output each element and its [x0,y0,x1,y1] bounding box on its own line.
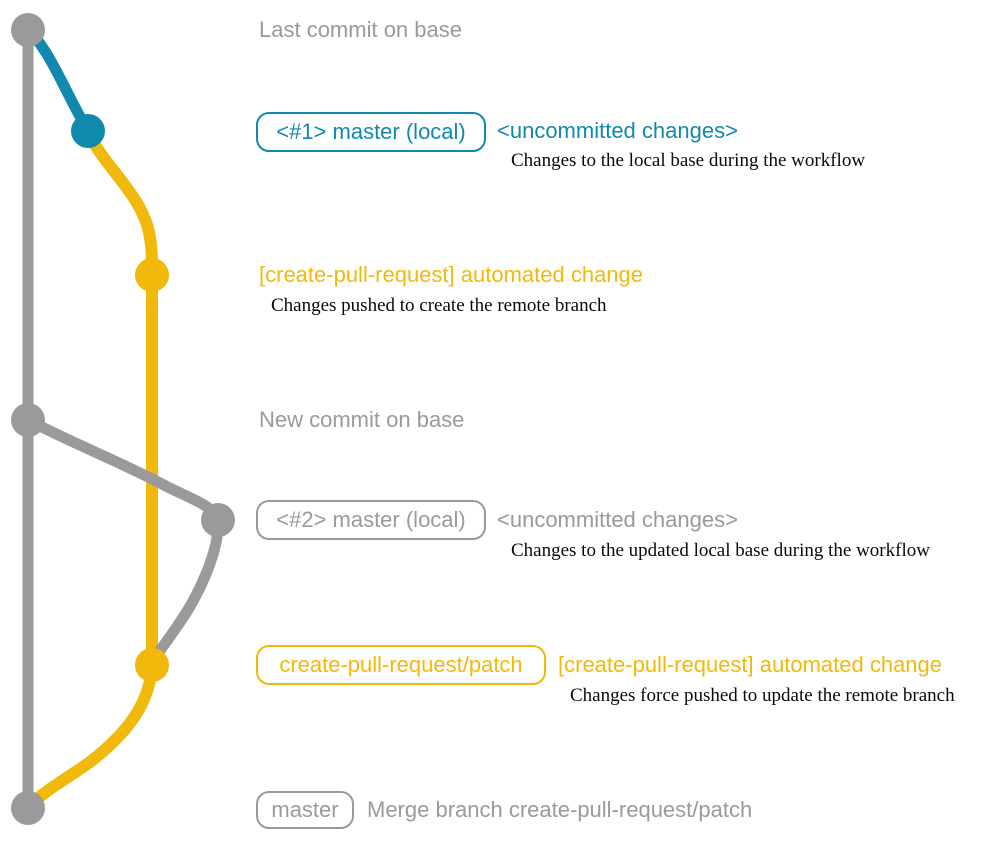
new-commit-on-base-label: New commit on base [259,407,465,432]
local-branch-curve [22,24,94,137]
automated-change-label-1: [create-pull-request] automated change [259,262,644,287]
description-updated-local-base-changes: Changes to the updated local base during… [511,540,930,561]
create-pull-request-branch-line [82,125,158,671]
commit-node-automated-1 [135,258,169,292]
commit-graph [11,13,235,825]
last-commit-on-base-label: Last commit on base [259,17,462,42]
description-local-base-changes: Changes to the local base during the wor… [511,150,866,171]
branch-badge-master: master [256,791,354,829]
branch-badge-master-local-2: <#2> master (local) [256,500,486,540]
commit-node-new-base [11,403,45,437]
uncommitted-changes-label-1: <uncommitted changes> [497,118,738,143]
commit-node-merge [11,791,45,825]
merge-branch-curve [24,659,158,812]
automated-change-label-2: [create-pull-request] automated change [558,652,943,677]
commit-node-uncommitted-2 [201,503,235,537]
local-rebase-branch-out-curve [22,414,224,526]
branch-badge-create-pull-request-patch: create-pull-request/patch [256,645,546,685]
branch-badge-master-local-1: <#1> master (local) [256,112,486,152]
commit-node-uncommitted-1 [71,114,105,148]
merge-branch-label: Merge branch create-pull-request/patch [367,797,753,822]
commit-node-automated-2 [135,648,169,682]
uncommitted-changes-label-2: <uncommitted changes> [497,507,738,532]
commit-node-last-base [11,13,45,47]
description-force-push-update-branch: Changes force pushed to update the remot… [570,685,955,706]
description-push-create-branch: Changes pushed to create the remote bran… [271,295,607,316]
local-rebase-branch-in-curve [147,514,224,667]
